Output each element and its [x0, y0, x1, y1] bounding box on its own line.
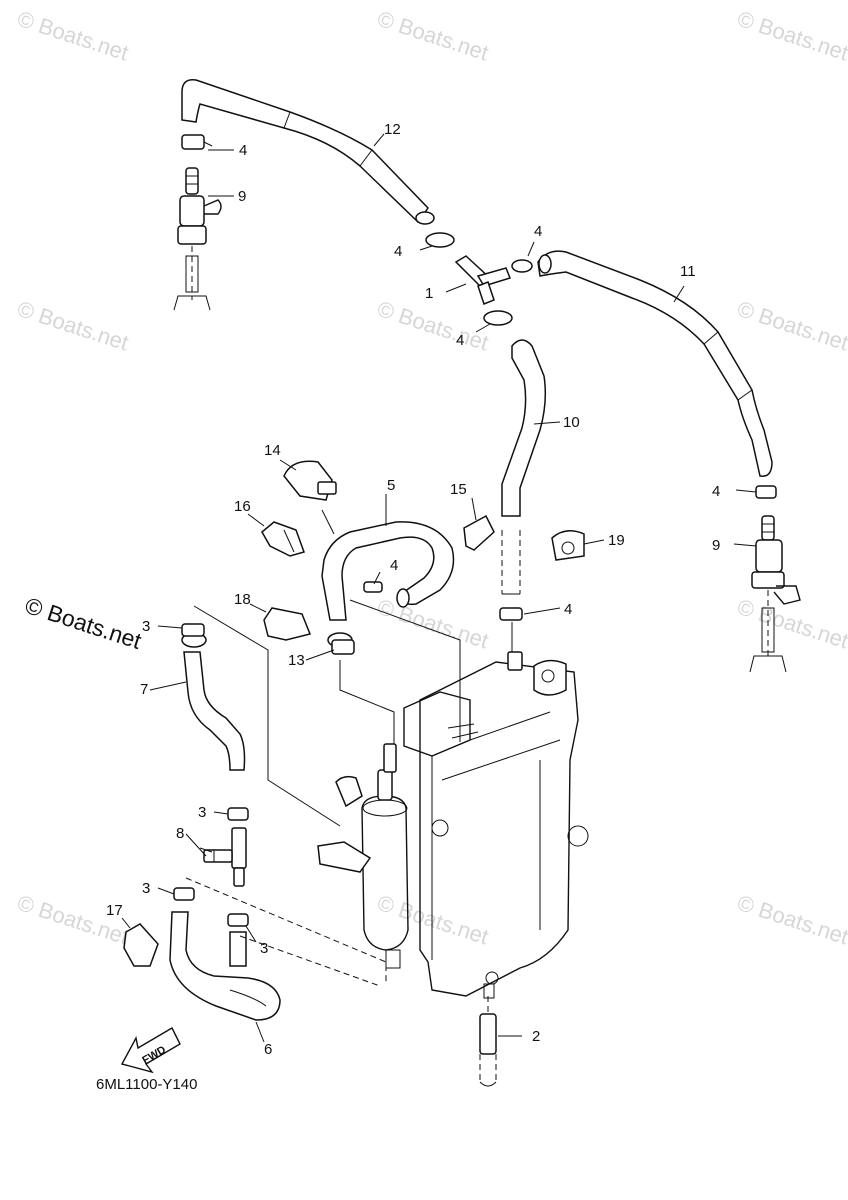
clamp-4-right: [755, 485, 777, 499]
callout-3-top: 3: [142, 618, 150, 635]
callout-6: 6: [264, 1041, 272, 1058]
callout-4-f: 4: [564, 601, 572, 618]
callout-19: 19: [608, 532, 625, 549]
hose-10: [501, 339, 547, 595]
callout-3-left: 3: [142, 880, 150, 897]
clamp-19: [551, 530, 585, 561]
callout-1: 1: [425, 285, 433, 302]
callout-9-b: 9: [712, 537, 720, 554]
hose-6: [169, 911, 281, 1021]
fwd-arrow-icon: FWD: [120, 1027, 181, 1074]
callout-3-right: 3: [260, 940, 268, 957]
clamp-4-a: [181, 134, 213, 150]
callout-10: 10: [563, 414, 580, 431]
callout-2: 2: [532, 1028, 540, 1045]
clamp-4-mid: [499, 607, 523, 621]
callout-4-b: 4: [394, 243, 402, 260]
clamp-4-hose5: [363, 581, 383, 593]
callout-13: 13: [288, 652, 305, 669]
hose-12: [181, 79, 435, 225]
clamp-13: [331, 639, 355, 655]
callout-5: 5: [387, 477, 395, 494]
clamp-3-b: [173, 887, 195, 901]
callout-15: 15: [450, 481, 467, 498]
t-joint-1: [425, 232, 533, 326]
callout-7: 7: [140, 681, 148, 698]
callout-4-c: 4: [534, 223, 542, 240]
callout-4-d: 4: [456, 332, 464, 349]
callout-4-e: 4: [390, 557, 398, 574]
callout-17: 17: [106, 902, 123, 919]
clamp-3-c: [227, 913, 249, 927]
fitting-9-a: [173, 167, 222, 311]
vapor-separator: [403, 651, 589, 999]
fuel-filter: [317, 743, 409, 969]
clamp-15: [463, 514, 495, 551]
clip-14: [283, 460, 337, 501]
callout-leaders: [121, 133, 757, 1043]
fitting-8: [203, 827, 247, 887]
callout-16: 16: [234, 498, 251, 515]
reference-lines: [185, 509, 513, 987]
clip-16: [261, 521, 305, 557]
callout-9-a: 9: [238, 188, 246, 205]
callout-8: 8: [176, 825, 184, 842]
hose-11: [537, 250, 773, 477]
fwd-label: FWD: [140, 1044, 168, 1067]
callout-4-g: 4: [712, 483, 720, 500]
diagram-code: 6ML1100-Y140: [96, 1076, 198, 1093]
hose-7: [181, 623, 246, 771]
callout-12: 12: [384, 121, 401, 138]
clip-17: [123, 923, 159, 967]
clip-18: [263, 607, 312, 641]
callout-11: 11: [680, 263, 696, 280]
callout-labels: 1 2 3 3 3 3 4 4 4 4 4 4 4 4 5 6 7 8 9 9 …: [106, 121, 720, 1058]
callout-14: 14: [264, 442, 281, 459]
callout-18: 18: [234, 591, 251, 608]
hose-5: [321, 521, 455, 648]
clamp-3-a: [227, 807, 249, 821]
fitting-9-b: [749, 515, 801, 673]
callout-3-mid: 3: [198, 804, 206, 821]
callout-4-a: 4: [239, 142, 247, 159]
hose-2: [479, 996, 497, 1087]
